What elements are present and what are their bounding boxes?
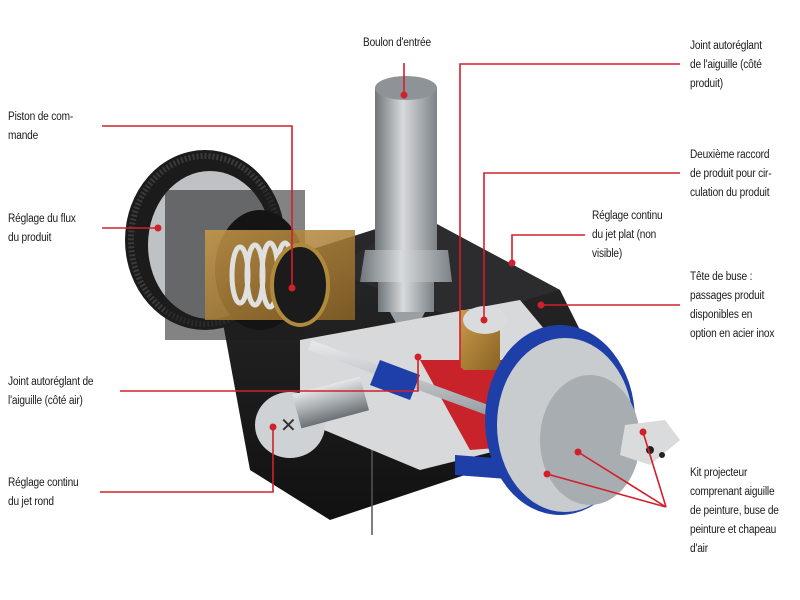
callout-dots [154,91,647,478]
label-piston-commande: Piston de com- mande [8,111,74,142]
spring-assembly [205,230,355,327]
leader-jet-rond [100,427,274,493]
leader-lines [100,63,680,508]
label-jet-plat: Réglage continu du jet plat (non visible… [592,210,663,260]
leader-piston [102,125,293,288]
leader-joint-air [120,357,419,392]
leader-joint-produit [459,63,680,371]
label-kit-projecteur: Kit projecteur comprenant aiguille de pe… [690,467,779,555]
label-joint-produit: Joint autoréglant de l'aiguille (côté pr… [690,40,762,90]
leader-jet-plat [511,234,585,263]
label-tete-buse: Tête de buse : passages produit disponib… [690,271,775,340]
inlet-bolt [360,76,452,345]
label-joint-air: Joint autoréglant de l'aiguille (côté ai… [8,376,94,407]
leader-raccord [483,172,680,320]
label-raccord-produit: Deuxième raccord de produit pour cir- cu… [690,149,772,199]
leader-kit [546,431,667,508]
label-reglage-flux: Réglage du flux du produit [8,213,76,244]
svg-text:✕: ✕ [280,415,297,437]
air-cap [485,325,680,515]
label-jet-rond: Réglage continu du jet rond [8,477,79,508]
label-boulon-entree: Boulon d'entrée [363,37,431,49]
